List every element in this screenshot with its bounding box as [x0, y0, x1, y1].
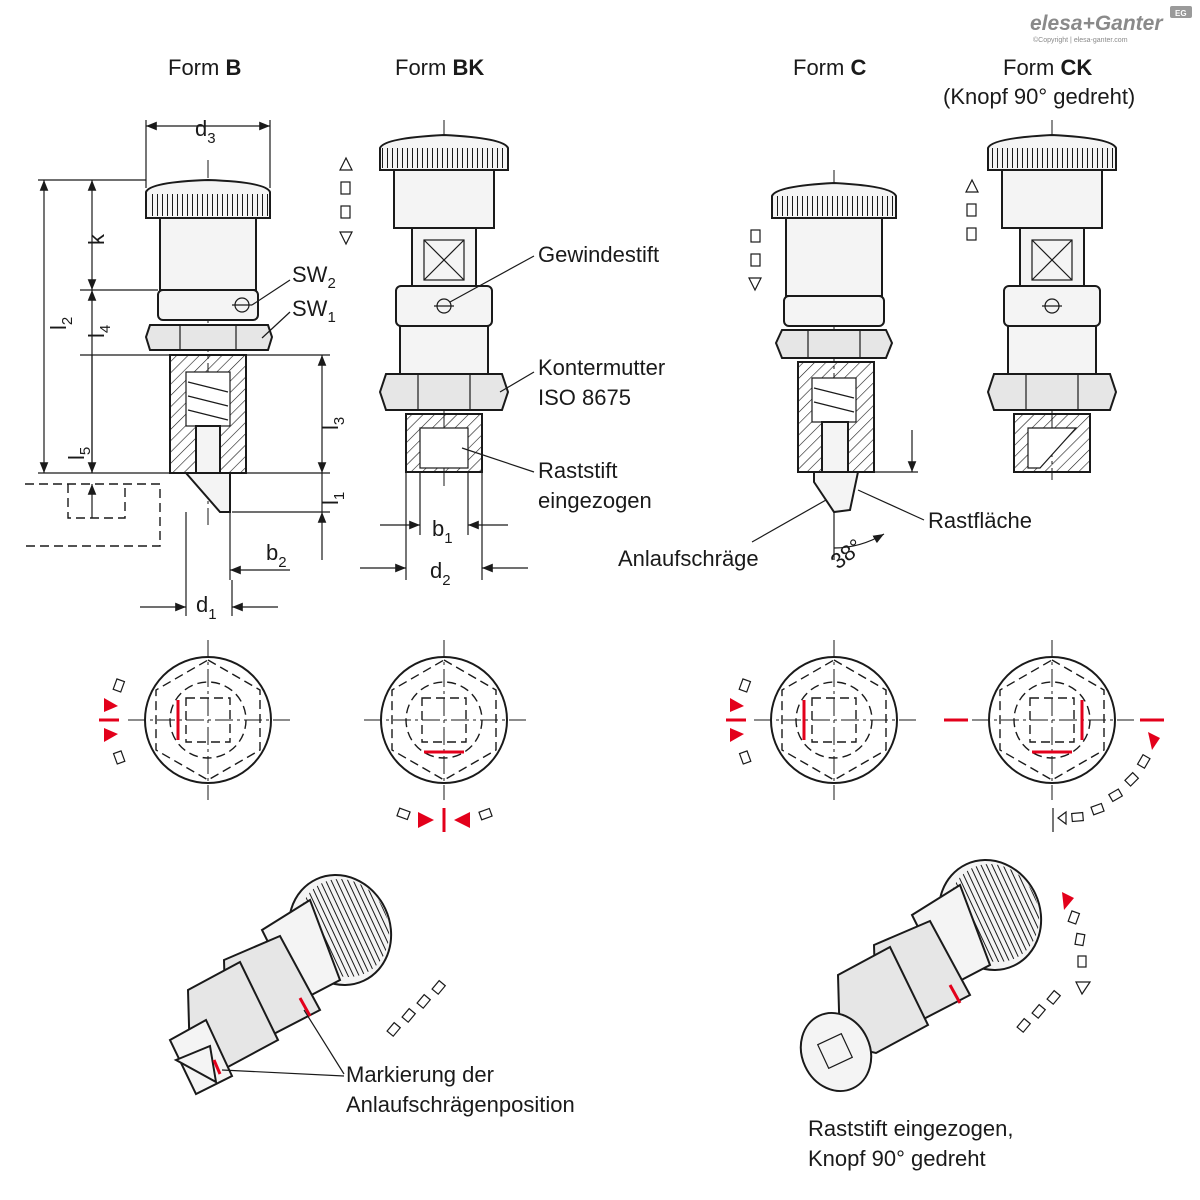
form-bk-dimensions: b1 d2: [360, 472, 528, 589]
dim-l5: l5: [64, 447, 94, 460]
label-kontermutter-iso: ISO 8675: [538, 385, 631, 410]
title-form-b: Form B: [168, 55, 241, 80]
dim-sw2: SW2: [292, 262, 336, 292]
dim-d1: d1: [196, 592, 217, 623]
dim-l3: l3: [318, 417, 348, 430]
label-rastflaeche: Rastfläche: [928, 508, 1032, 533]
iso-view-left: Markierung der Anlaufschrägenposition: [168, 874, 575, 1117]
form-b-side-view: [25, 160, 274, 547]
form-c-top-view: [726, 640, 916, 800]
form-bk-callouts: Gewindestift Kontermutter ISO 8675 Rasts…: [449, 242, 665, 513]
label-kontermutter: Kontermutter: [538, 355, 665, 380]
form-ck-top-view: [944, 640, 1164, 832]
label-raststift-eingezogen: eingezogen: [538, 488, 652, 513]
title-form-c: Form C: [793, 55, 866, 80]
form-c-callouts: Rastfläche Anlaufschräge 38°: [618, 489, 1032, 574]
iso-view-right: Raststift eingezogen, Knopf 90° gedreht: [799, 859, 1092, 1171]
dim-b1: b1: [432, 516, 453, 547]
form-bk-side-view: [339, 120, 510, 490]
form-c-side-view: [748, 170, 918, 525]
form-b-dimensions: d3 l2 k l4 l5 l3 l1 SW2 SW1: [38, 116, 348, 623]
dim-d2: d2: [430, 558, 451, 589]
form-ck-side-view: [965, 120, 1118, 480]
form-b-top-view: [99, 640, 290, 800]
dim-l2: l2: [46, 317, 76, 330]
title-form-bk: Form BK: [395, 55, 484, 80]
dim-sw1: SW1: [292, 296, 336, 326]
label-raststift: Raststift: [538, 458, 617, 483]
copyright-text: ©Copyright | elesa-ganter.com: [1033, 36, 1128, 44]
label-markierung: Markierung der: [346, 1062, 494, 1087]
label-knopf-gedreht: Knopf 90° gedreht: [808, 1146, 986, 1171]
dim-b2: b2: [266, 540, 287, 571]
brand-badge-text: EG: [1175, 9, 1187, 18]
form-bk-top-view: [364, 640, 526, 832]
title-form-ck: Form CK: [1003, 55, 1092, 80]
dim-l4: l4: [84, 325, 114, 338]
label-anlaufschraege: Anlaufschräge: [618, 546, 759, 571]
label-gewindestift: Gewindestift: [538, 242, 659, 267]
label-eingezogen: Raststift eingezogen,: [808, 1116, 1013, 1141]
brand-badge: [1170, 6, 1192, 18]
brand-logo-text: elesa+Ganter: [1030, 12, 1164, 35]
dim-angle: 38°: [826, 534, 868, 574]
dim-d3: d3: [195, 116, 216, 147]
title-form-ck-note: (Knopf 90° gedreht): [943, 84, 1135, 109]
brand-logo[interactable]: elesa+Ganter ©Copyright | elesa-ganter.c…: [1030, 6, 1192, 44]
label-markierung-position: Anlaufschrägenposition: [346, 1092, 575, 1117]
dim-k: k: [84, 233, 109, 245]
dim-l1: l1: [318, 492, 348, 505]
